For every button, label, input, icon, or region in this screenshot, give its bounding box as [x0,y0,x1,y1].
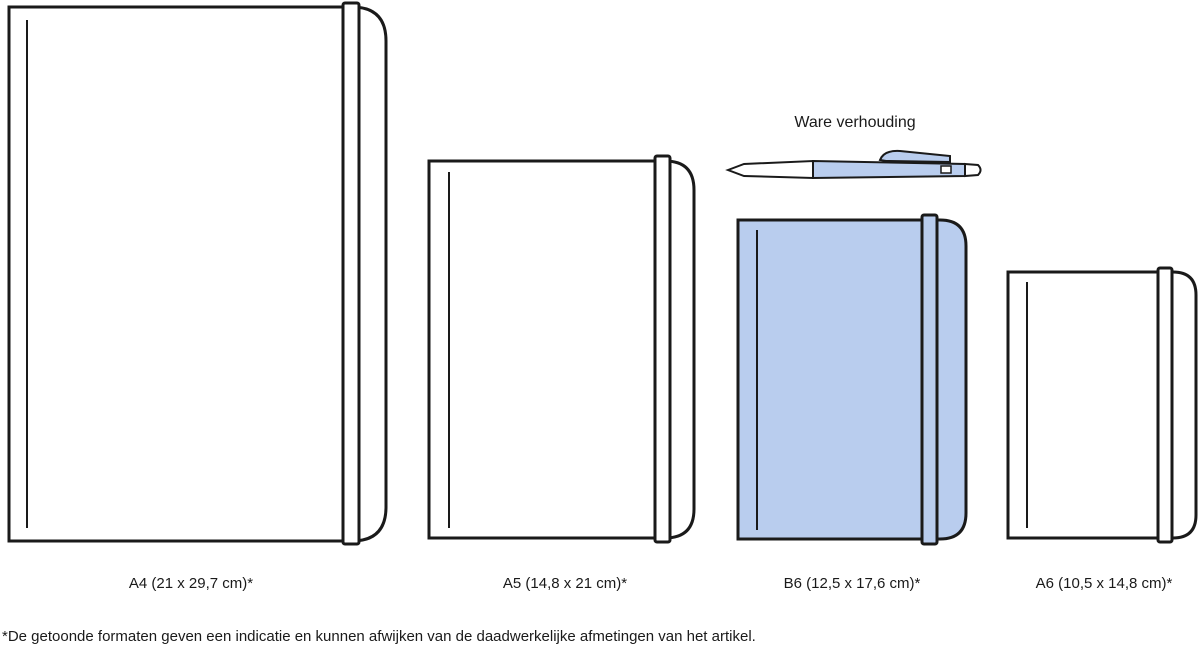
notebook-a5-cover [427,159,696,540]
notebook-a6-elastic-band [1156,266,1174,544]
notebook-b6-label: B6 (12,5 x 17,6 cm)* [783,575,921,592]
notebook-a4 [7,1,388,546]
notebook-a5 [427,154,696,544]
notebook-a6 [1006,266,1198,544]
notebook-a6-cover [1006,270,1198,540]
pen-icon [725,149,982,180]
notebook-a6-label: A6 (10,5 x 14,8 cm)* [1035,575,1173,592]
notebook-a4-elastic-band [341,1,361,546]
pen-label: Ware verhouding [794,114,916,131]
footnote: *De getoonde formaten geven een indicati… [2,628,756,645]
notebook-a4-label: A4 (21 x 29,7 cm)* [128,575,254,592]
pen-clip [878,149,951,164]
notebook-a5-elastic-band [653,154,672,544]
notebook-a4-cover [7,5,388,543]
notebook-a5-label: A5 (14,8 x 21 cm)* [502,575,628,592]
notebook-b6-cover [736,218,968,541]
pen-tip [725,159,814,180]
pen-end-cap [964,162,982,178]
pen-button [940,165,952,174]
notebook-b6 [736,213,968,546]
notebook-b6-elastic-band [920,213,939,546]
